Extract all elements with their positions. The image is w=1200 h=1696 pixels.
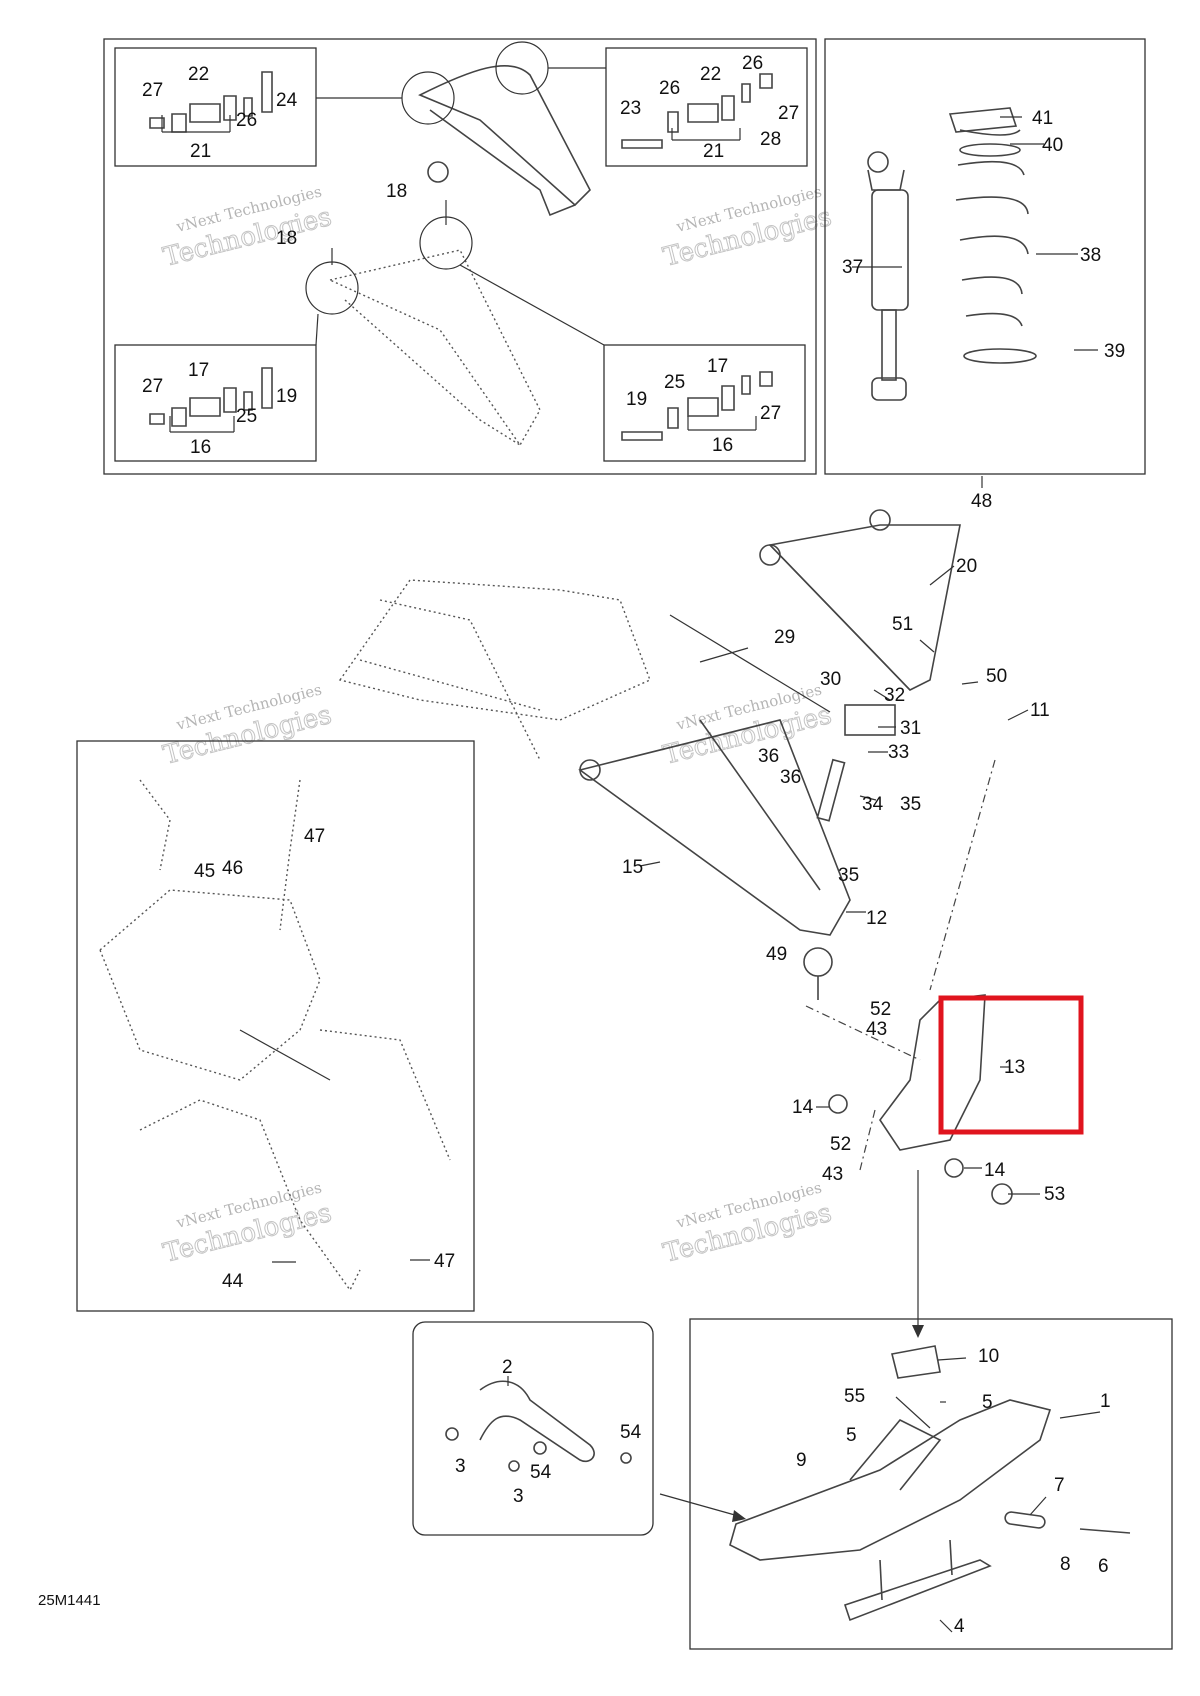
shock-box	[824, 38, 1146, 475]
callout-17: 17	[188, 360, 209, 381]
callout-41: 41	[1032, 108, 1053, 129]
upper-a-arm-drawing	[305, 41, 606, 447]
diagram-code: 25M1441	[38, 1592, 101, 1609]
callout-50: 50	[986, 666, 1007, 687]
callout-45: 45	[194, 861, 215, 882]
callout-18: 18	[386, 181, 407, 202]
callout-35: 35	[900, 794, 921, 815]
callout-39: 39	[1104, 341, 1125, 362]
callout-2: 2	[502, 1357, 513, 1378]
callout-24: 24	[276, 90, 298, 111]
shock-drawing	[867, 107, 1037, 401]
callout-51: 51	[892, 614, 913, 635]
callout-22: 22	[188, 64, 209, 85]
callout-32: 32	[884, 685, 905, 706]
callout-33: 33	[888, 742, 909, 763]
callout-8: 8	[1060, 1554, 1071, 1575]
callout-29: 29	[774, 627, 795, 648]
callout-48: 48	[971, 491, 992, 512]
callout-5: 5	[982, 1392, 993, 1413]
callout-30: 30	[820, 669, 841, 690]
callout-52: 52	[870, 999, 891, 1020]
bushing-detail-box-bl	[114, 344, 317, 462]
bushing-detail-box-tr	[605, 47, 808, 167]
callout-21: 21	[190, 141, 211, 162]
callout-46: 46	[222, 858, 243, 879]
callout-7: 7	[1054, 1475, 1065, 1496]
callout-5: 5	[846, 1425, 857, 1446]
callout-49: 49	[766, 944, 787, 965]
callout-37: 37	[842, 257, 863, 278]
callout-25: 25	[236, 406, 257, 427]
callout-47: 47	[434, 1251, 455, 1272]
handle-detail-box	[412, 1321, 654, 1536]
bushing-parts	[149, 71, 773, 441]
callout-9: 9	[796, 1450, 807, 1471]
main-suspension-drawing	[338, 509, 1013, 1338]
leader-lines	[161, 115, 1101, 1633]
callout-19: 19	[626, 389, 647, 410]
callout-16: 16	[712, 435, 733, 456]
callout-38: 38	[1080, 245, 1101, 266]
callout-27: 27	[142, 376, 163, 397]
callout-20: 20	[956, 556, 977, 577]
upper-a-arm-box	[103, 38, 817, 475]
handle-drawing	[445, 1380, 746, 1522]
callout-27: 27	[778, 103, 799, 124]
callout-22: 22	[700, 64, 721, 85]
callout-11: 11	[1030, 700, 1050, 721]
callout-31: 31	[900, 718, 921, 739]
callout-54: 54	[620, 1422, 642, 1443]
callout-12: 12	[866, 908, 887, 929]
callout-27: 27	[142, 80, 163, 101]
callout-15: 15	[622, 857, 643, 878]
callout-17: 17	[707, 356, 728, 377]
callout-23: 23	[620, 98, 641, 119]
callout-3: 3	[455, 1456, 466, 1477]
callout-36: 36	[758, 746, 779, 767]
callout-4: 4	[954, 1616, 965, 1637]
callout-6: 6	[1098, 1556, 1109, 1577]
callout-18: 18	[276, 228, 297, 249]
callout-3: 3	[513, 1486, 524, 1507]
callout-26: 26	[236, 110, 257, 131]
ski-box	[689, 1318, 1173, 1650]
callout-21: 21	[703, 141, 724, 162]
callout-43: 43	[822, 1164, 843, 1185]
callout-28: 28	[760, 129, 781, 150]
bushing-detail-box-tl	[114, 47, 317, 167]
ski-drawing	[729, 1345, 1131, 1622]
callout-55: 55	[844, 1386, 865, 1407]
highlight-box-part-13	[938, 995, 1084, 1135]
callout-34: 34	[862, 794, 884, 815]
callout-10: 10	[978, 1346, 999, 1367]
callout-labels: 27 22 26 24 21 26 26 22 23 27 28 21 18 1…	[142, 53, 1125, 1637]
chassis-drawing	[99, 779, 451, 1292]
callout-36: 36	[780, 767, 801, 788]
callout-13: 13	[1004, 1057, 1025, 1078]
callout-14: 14	[984, 1160, 1006, 1181]
callout-26: 26	[659, 78, 680, 99]
callout-47: 47	[304, 826, 325, 847]
callout-25: 25	[664, 372, 685, 393]
callout-19: 19	[276, 386, 297, 407]
callout-54: 54	[530, 1462, 552, 1483]
callout-14: 14	[792, 1097, 814, 1118]
callout-27: 27	[760, 403, 781, 424]
callout-43: 43	[866, 1019, 887, 1040]
callout-26: 26	[742, 53, 763, 74]
callout-52: 52	[830, 1134, 851, 1155]
callout-16: 16	[190, 437, 211, 458]
callout-1: 1	[1100, 1391, 1111, 1412]
callout-35: 35	[838, 865, 859, 886]
chassis-detail-box	[76, 740, 475, 1312]
callout-40: 40	[1042, 135, 1063, 156]
callout-44: 44	[222, 1271, 244, 1292]
callout-53: 53	[1044, 1184, 1065, 1205]
bushing-detail-box-br	[603, 344, 806, 462]
